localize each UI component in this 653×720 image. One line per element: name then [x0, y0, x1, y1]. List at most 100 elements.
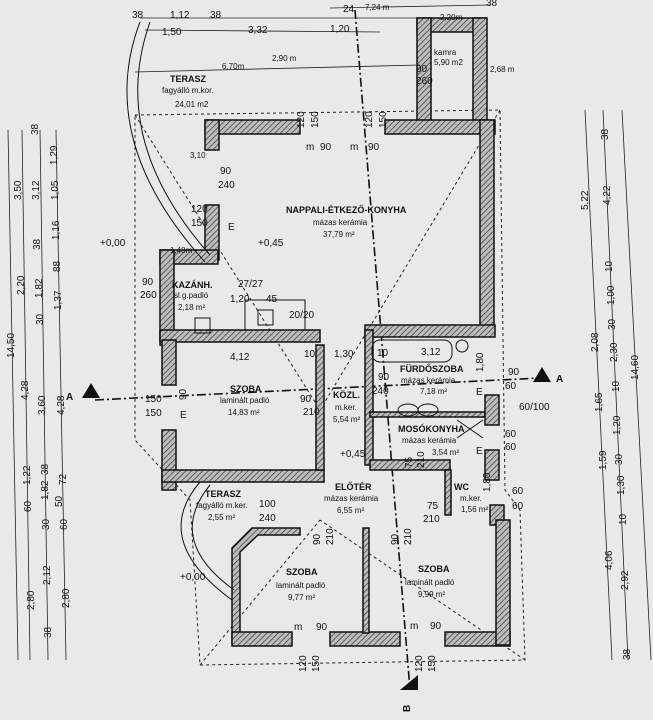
dimension-label: 90	[316, 622, 328, 633]
dimension-label: 9,99 m²	[418, 590, 445, 599]
dimension-label: 90	[142, 277, 154, 288]
dimension-label: 1,48m	[170, 246, 193, 255]
dimension-label: 10	[618, 513, 629, 525]
dimension-label: 6,55 m²	[337, 506, 364, 515]
dimension-label: m.ker.	[460, 494, 482, 503]
dimension-label: 3,32	[248, 25, 268, 36]
dimension-label: 3,10	[190, 151, 206, 160]
dimension-label: m	[410, 621, 418, 632]
dimension-label: 7,24 m	[365, 3, 390, 12]
room-kazanh: KAZÁNH. sl.g.padló 2,18 m²	[172, 280, 213, 312]
dimension-label: 210	[423, 514, 440, 525]
dimension-label: 60	[512, 486, 524, 497]
dimension-label: 90	[430, 621, 442, 632]
roof-outline	[134, 109, 526, 666]
dimension-label: fagyálló m.kor.	[162, 86, 214, 95]
dimension-label: 3,12	[31, 180, 42, 200]
section-a-right-label: A	[556, 374, 563, 385]
dimension-label: 1,22	[22, 465, 33, 485]
dimension-label: 1,20	[230, 294, 250, 305]
dimension-label: 240	[372, 386, 389, 397]
room-kozl: KÖZL. m.ker. 5,54 m²	[333, 390, 360, 424]
dimension-label: 1,29	[49, 145, 60, 165]
dimension-label: 10	[604, 260, 615, 272]
opening-dimensions: 120 150 120 150 m 90 m 90 90 240 120 150…	[140, 111, 550, 672]
dimension-label: 90	[312, 533, 323, 545]
dimension-label: 14,83 m²	[228, 408, 260, 417]
dimension-label: 30	[614, 453, 625, 465]
dimension-label: 10	[377, 348, 389, 359]
sink	[417, 403, 439, 417]
dimension-label: 150	[191, 218, 208, 229]
dimension-label: 75	[427, 501, 439, 512]
dimension-label: KAZÁNH.	[172, 280, 213, 290]
dimension-label: m	[294, 622, 302, 633]
dimension-label: 1,37	[53, 290, 64, 310]
dimension-label: 1,80	[482, 472, 493, 492]
dimension-label: 150	[145, 394, 162, 405]
small-terrace-arc	[180, 481, 233, 601]
dimension-label: 3,54 m²	[432, 448, 459, 457]
section-b-arrow	[400, 675, 418, 690]
dimension-label: 72	[58, 473, 69, 485]
dimension-label: SZOBA	[286, 567, 318, 577]
dimension-label: 5,54 m²	[333, 415, 360, 424]
room-nappali: NAPPALI-ÉTKEZŐ-KONYHA mázas kerámia 37,7…	[286, 204, 407, 239]
dimension-label: 1,82	[40, 480, 51, 500]
dimension-label: 90	[220, 166, 232, 177]
section-a-left-arrow	[82, 383, 100, 398]
dimension-label: 14,50	[6, 333, 17, 358]
chimney	[244, 299, 306, 331]
left-dimensions: 14,50 3,50 2,20 4,28 1,22 60 2,80 38 3,1…	[6, 123, 72, 661]
top-dimensions: 38 1,12 38 1,50 3,32 1,20 24 7,24 m 2,20…	[132, 0, 515, 255]
room-szoba-bottom-left: SZOBA laminált padló 9,77 m²	[276, 567, 326, 602]
dimension-label: 90	[390, 533, 401, 545]
dimension-label: laminált padló	[276, 581, 326, 590]
dimension-label: 60	[505, 429, 517, 440]
dimension-label: 45	[266, 294, 278, 305]
room-furdo: FÜRDŐSZOBA mázas kerámia 7,18 m²	[400, 363, 464, 396]
dimension-label: 2,80	[26, 590, 37, 610]
dimension-label: E	[180, 410, 187, 421]
dimension-label: 1,00	[606, 285, 617, 305]
dimension-label: 90	[508, 367, 520, 378]
dimension-label: m.ker.	[335, 403, 357, 412]
dimension-label: 1,05	[50, 180, 61, 200]
dimension-label: 38	[486, 0, 498, 9]
dimension-label: 1,82	[34, 278, 45, 298]
dimension-label: E	[476, 387, 483, 398]
dimension-label: 210	[303, 407, 320, 418]
level-mark: +0,00	[180, 572, 206, 583]
dimension-label: 60	[512, 501, 524, 512]
section-line-b	[354, 9, 411, 691]
section-a-right-arrow	[533, 367, 551, 382]
dimension-label: 27/27	[238, 279, 263, 290]
washing-machine	[455, 339, 469, 353]
dimension-label: 120	[414, 655, 425, 672]
dimension-label: 3,12	[421, 347, 441, 358]
dimension-label: TERASZ	[205, 489, 242, 499]
dimension-label: 2,20	[16, 275, 27, 295]
dimension-label: 210	[325, 528, 336, 545]
dimension-label: 7,18 m²	[420, 387, 447, 396]
bathtub	[371, 339, 453, 363]
dimension-label: 1,30	[334, 349, 354, 360]
dimension-label: laminált padló	[220, 396, 270, 405]
room-wc: WC m.ker. 1,56 m²	[454, 482, 488, 514]
walls	[159, 17, 511, 647]
dimension-label: 1,56 m²	[461, 505, 488, 514]
dimension-label: 1,16	[51, 220, 62, 240]
dimension-label: 38	[210, 10, 222, 21]
dimension-label: 1,50	[162, 27, 182, 38]
dimension-label: 5,22	[580, 190, 591, 210]
dimension-label: 4,22	[602, 185, 613, 205]
dimension-label: 1,20	[330, 24, 350, 35]
room-kamra: kamra 5,90 m2 90 260	[416, 48, 463, 87]
dimension-label: 24,01 m2	[175, 100, 209, 109]
dimension-label: 120	[298, 655, 309, 672]
dimension-label: 88	[52, 260, 63, 272]
dimension-label: 260	[416, 76, 433, 87]
dimension-label: 3,60	[37, 395, 48, 415]
dimension-label: E	[228, 222, 235, 233]
dimension-label: 37,79 m²	[323, 230, 355, 239]
